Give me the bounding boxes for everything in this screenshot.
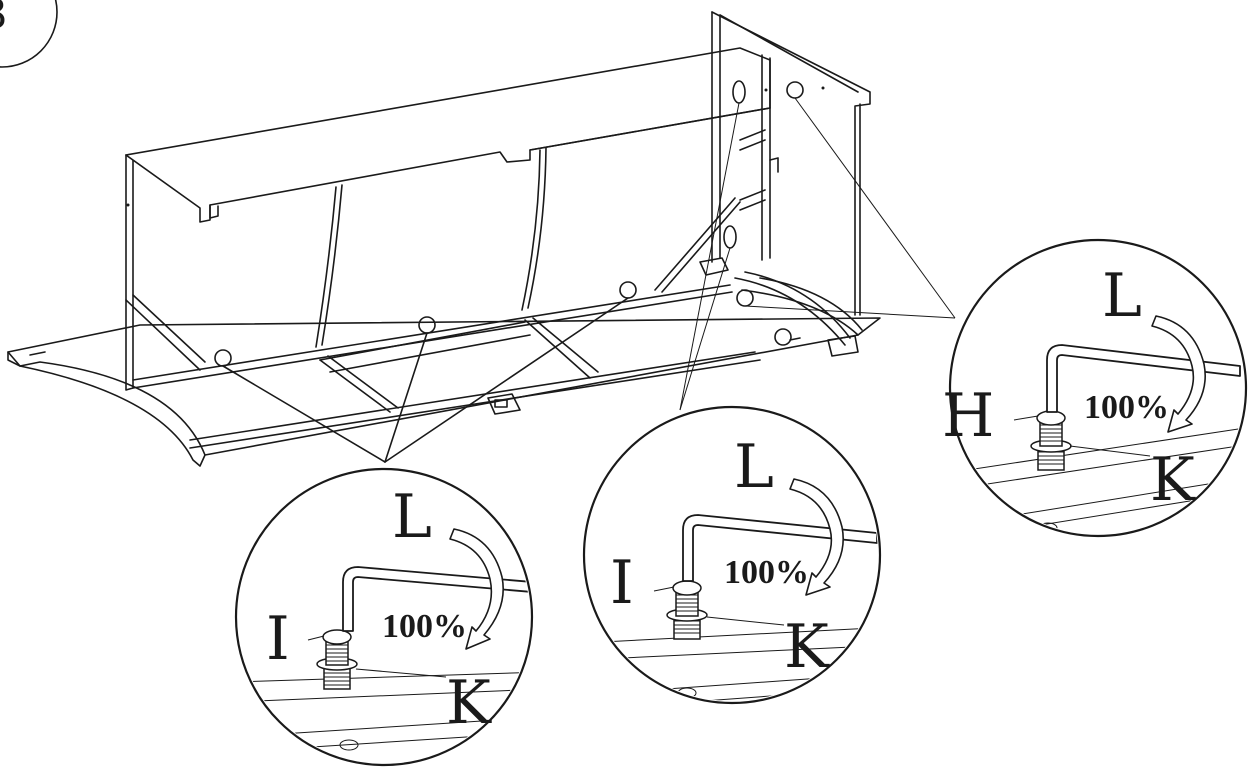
cap-nut-icon [322,629,352,645]
allen-key-icon [342,566,530,632]
rotation-arrow-icon [789,478,844,596]
lower-part-letter: K [784,612,830,682]
wrench-letter: L [392,482,432,552]
leader-lines [222,97,956,463]
detail-view-3: L 100% H K [942,238,1248,538]
detail-circle [234,467,534,767]
wrench-letter: L [1102,261,1142,331]
cap-nut-icon [1036,410,1066,426]
detail-circle [582,405,882,705]
bench-frame [7,11,881,467]
step-number: 3 [0,0,7,38]
rotation-percent: 100% [382,608,467,645]
upper-part-letter: H [942,381,994,451]
cap-nut-icon [672,580,702,596]
allen-key-icon [682,514,878,582]
detail-circle [948,238,1248,538]
lower-part-letter: K [446,668,492,738]
upper-part-letter: I [266,604,290,674]
rotation-percent: 100% [724,554,809,591]
rotation-arrow-icon [449,528,504,650]
rotation-percent: 100% [1084,389,1169,426]
detail-view-1: L 100% I K [234,467,534,767]
rotation-arrow-icon [1151,315,1206,433]
detail-view-2: L 100% I K [582,405,882,705]
wrench-letter: L [734,432,774,502]
lower-part-letter: K [1150,445,1196,515]
step-badge: 3 [0,0,58,68]
upper-part-letter: I [610,548,634,618]
